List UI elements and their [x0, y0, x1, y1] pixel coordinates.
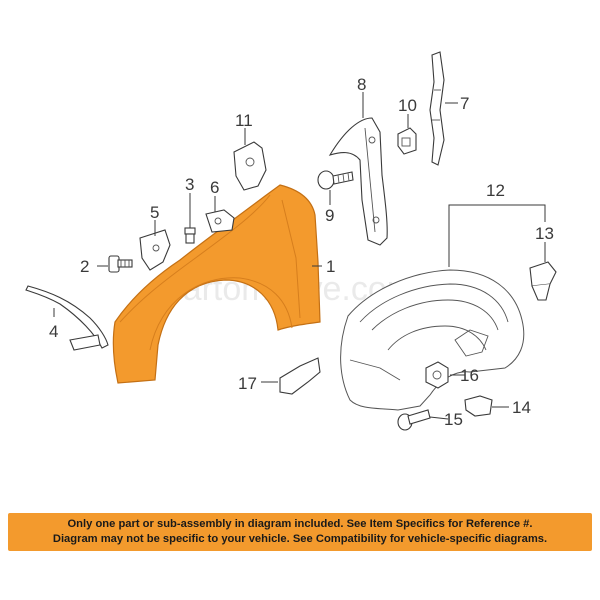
clip-part-13: [529, 261, 557, 301]
disclaimer-line-2: Diagram may not be specific to your vehi…: [52, 533, 548, 545]
callout-6: 6: [210, 178, 219, 197]
clip-part-10: [397, 127, 417, 155]
callout-2: 2: [80, 257, 89, 276]
screw-part-15: [397, 409, 431, 431]
disclaimer-line-1: Only one part or sub-assembly in diagram…: [67, 518, 533, 530]
callout-3: 3: [185, 175, 194, 194]
callout-1: 1: [326, 257, 335, 276]
brace-part-8: [328, 117, 388, 246]
bracket-part-6: [205, 209, 235, 233]
callout-5: 5: [150, 203, 159, 222]
fender-part: [112, 184, 321, 384]
callout-4: 4: [49, 322, 58, 341]
liner-part-12: [340, 269, 525, 411]
callout-16: 16: [460, 366, 479, 385]
screw-part-9: [317, 170, 354, 190]
callout-8: 8: [357, 75, 366, 94]
stud-part-3: [184, 195, 196, 244]
bracket-part-11: [233, 141, 267, 191]
clip-part-14: [464, 395, 493, 417]
nut-part-16: [425, 361, 449, 389]
callout-15: 15: [444, 410, 463, 429]
leader-lines: [53, 92, 546, 420]
callout-9: 9: [325, 206, 334, 225]
callout-14: 14: [512, 398, 531, 417]
callout-13: 13: [535, 224, 554, 243]
disclaimer-banner: Only one part or sub-assembly in diagram…: [8, 513, 592, 551]
callout-11: 11: [235, 111, 253, 130]
trim-part-4: [25, 285, 109, 351]
seal-part-7: [429, 51, 445, 166]
bolt-part-2: [108, 255, 133, 273]
bracket-part-17: [279, 357, 321, 395]
callout-12: 12: [486, 181, 505, 200]
bracket-part-5: [139, 229, 171, 271]
callout-17: 17: [238, 374, 257, 393]
callout-10: 10: [398, 96, 417, 115]
callout-7: 7: [460, 94, 469, 113]
